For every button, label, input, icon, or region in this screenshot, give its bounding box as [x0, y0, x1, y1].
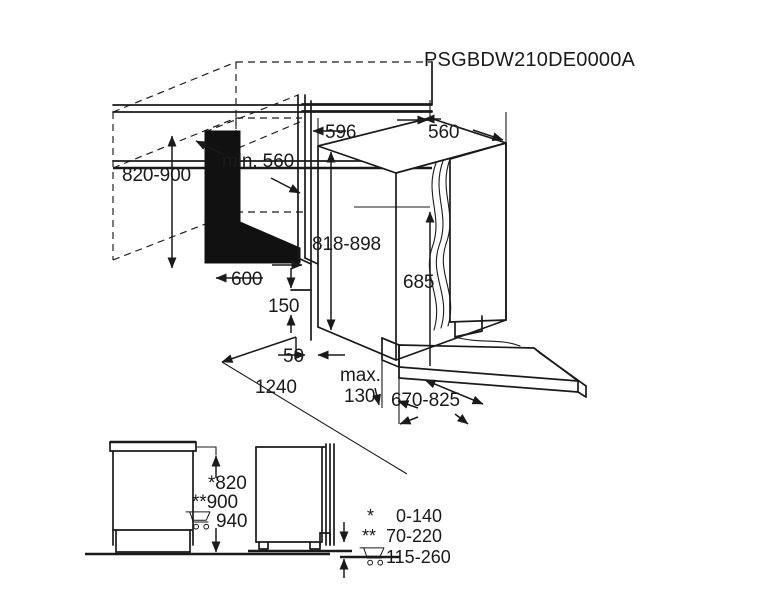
dimension-max-thickness: max. 130: [340, 360, 383, 408]
height-label-900: **900: [192, 492, 238, 513]
legend-marker-doublestar: **: [362, 526, 376, 546]
dimension-plinth-offset: 50: [278, 346, 345, 367]
dimension-label-1240: 1240: [255, 377, 297, 398]
shopping-cart-icon: [359, 547, 385, 566]
legend-range-115-260: 115-260: [386, 547, 451, 567]
page-title: PSGBDW210DE0000A: [424, 49, 636, 71]
dimension-label-820-900: 820-900: [122, 165, 191, 186]
dimension-door-projection: 670-825: [391, 367, 484, 425]
dimension-appliance-width: 596: [312, 100, 431, 146]
dimension-label-596: 596: [325, 122, 356, 143]
dimension-label-50: 50: [283, 346, 304, 367]
legend-block: * 0-140 ** 70-220 115-260: [359, 506, 451, 567]
worktop-assembly: [112, 103, 433, 170]
appliance-door-panel: [449, 142, 507, 323]
dimension-label-685: 685: [403, 272, 434, 293]
dimension-label-130: 130: [344, 386, 375, 407]
height-label-940: 940: [216, 511, 247, 532]
dimension-niche-height: 820-900: [122, 135, 191, 269]
legend-range-70-220: 70-220: [386, 526, 442, 546]
height-label-820: *820: [208, 473, 247, 494]
appliance-foot-block: [454, 315, 483, 338]
dimension-label-min-560: min. 560: [222, 151, 294, 172]
dimension-label-150: 150: [268, 296, 299, 317]
dimension-niche-depth: min. 560: [195, 140, 301, 194]
elevation-view-side: [248, 443, 400, 559]
dimension-label-818-898: 818-898: [312, 234, 381, 255]
dimension-label-560: 560: [428, 122, 459, 143]
dimension-niche-width: 600: [215, 260, 303, 290]
dimension-appliance-depth: 560: [423, 112, 507, 143]
dimension-label-600: 600: [231, 269, 262, 290]
dimension-appliance-height: 818-898: [312, 151, 381, 331]
dimension-plinth-recess: 150: [268, 268, 312, 333]
dimension-door-clearance: 1240: [221, 336, 408, 475]
cabinet-front-post: [297, 94, 319, 341]
dimension-label-670-825: 670-825: [391, 390, 460, 411]
elevation-view-front: [85, 440, 330, 556]
legend-range-0-140: 0-140: [396, 506, 442, 526]
niche-solid-fill: [204, 130, 301, 264]
legend-marker-star: *: [367, 506, 374, 526]
dimension-worktop-heights: *820 **900 940: [185, 455, 248, 553]
dimension-label-max: max.: [340, 365, 381, 386]
dimension-door-panel-height: 685: [354, 206, 435, 366]
shopping-cart-icon: [185, 511, 211, 530]
